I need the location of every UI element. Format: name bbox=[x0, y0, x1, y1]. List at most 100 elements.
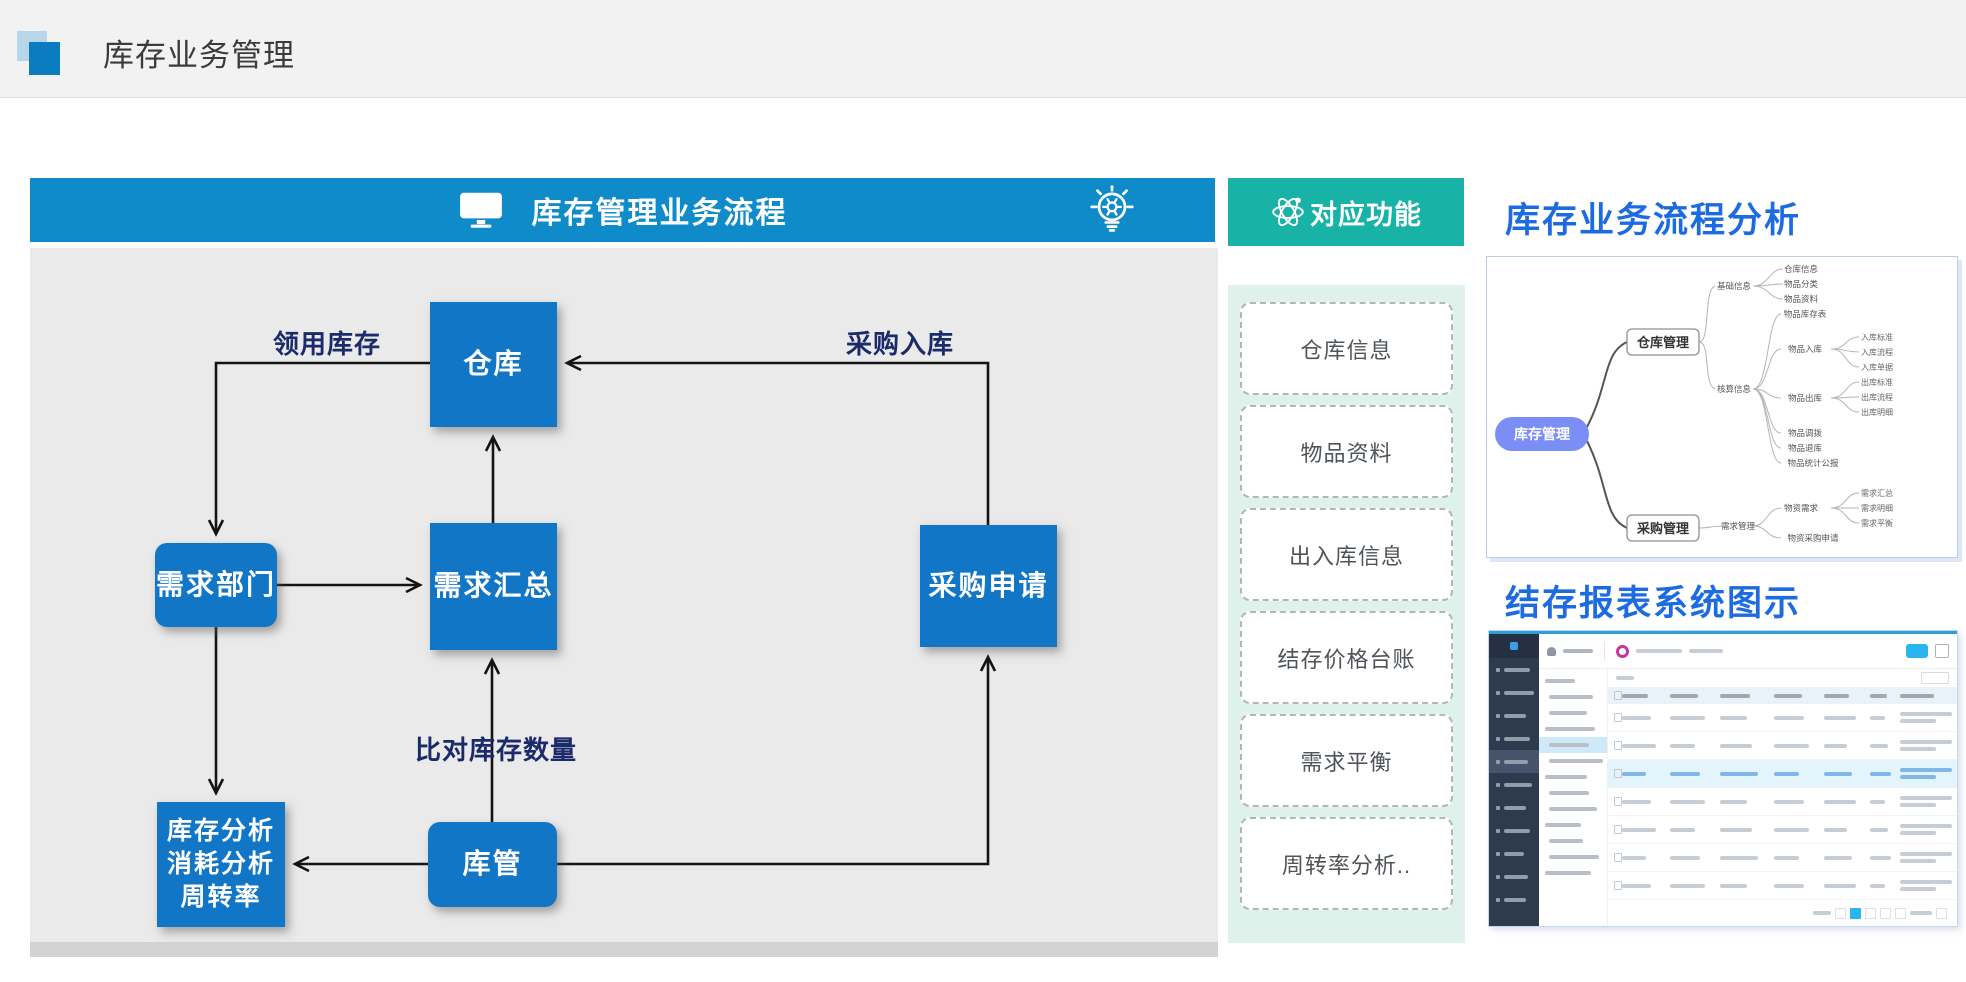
mini-logo-glyph bbox=[1510, 642, 1518, 650]
mini-top-accent bbox=[1489, 631, 1957, 634]
mini-subtitle-bar bbox=[1689, 649, 1723, 653]
mini-table-row bbox=[1608, 704, 1957, 732]
functions-panel: 仓库信息 物品资料 出入库信息 结存价格台账 需求平衡 周转率分析.. bbox=[1228, 285, 1465, 943]
logo-square-dark bbox=[29, 42, 60, 75]
mini-table-header bbox=[1608, 687, 1957, 704]
mini-tree-item bbox=[1539, 737, 1607, 753]
edge-label-compare: 比对库存数量 bbox=[414, 735, 577, 765]
mindmap-leaf-label: 物资采购申请 bbox=[1787, 533, 1839, 543]
mini-sidebar-item bbox=[1489, 888, 1539, 911]
mini-tree-panel bbox=[1539, 669, 1608, 926]
mindmap-branch-node bbox=[1626, 328, 1700, 356]
mindmap-leaf-label: 入库流程 bbox=[1861, 347, 1893, 357]
function-item: 仓库信息 bbox=[1240, 302, 1453, 395]
mini-table-row bbox=[1608, 872, 1957, 900]
function-item: 物品资料 bbox=[1240, 405, 1453, 498]
mindmap-leaf-label: 出库标准 bbox=[1861, 377, 1893, 387]
flow-connectors bbox=[207, 354, 997, 873]
mindmap-leaf-label: 入库单据 bbox=[1861, 362, 1893, 372]
mini-tree-item bbox=[1539, 833, 1607, 849]
mini-sidebar-item bbox=[1489, 865, 1539, 888]
mini-tree-item bbox=[1539, 785, 1607, 801]
mindmap-leaf-label: 物品统计公报 bbox=[1787, 458, 1839, 468]
banner-title: 库存管理业务流程 bbox=[531, 197, 788, 230]
mindmap-branch2-label: 采购管理 bbox=[1636, 521, 1689, 536]
mini-table-row bbox=[1608, 816, 1957, 844]
analysis-section-title: 库存业务流程分析 bbox=[1505, 201, 1802, 240]
page-header: 库存业务管理 bbox=[0, 0, 1966, 98]
function-item: 结存价格台账 bbox=[1240, 611, 1453, 704]
mini-tree-item bbox=[1539, 705, 1607, 721]
mini-tree-item bbox=[1539, 689, 1607, 705]
mini-main-area bbox=[1539, 634, 1957, 926]
mini-sidebar-item bbox=[1489, 773, 1539, 796]
mini-title-bar bbox=[1636, 649, 1682, 653]
mini-sidebar-item bbox=[1489, 727, 1539, 750]
mindmap: 库存管理 仓库管理 采购管理 基础信息 核算信息 需求管理 仓库信息 物品分类 … bbox=[1495, 264, 1893, 543]
mini-tree-item bbox=[1539, 801, 1607, 817]
edge-label-purchase-in: 采购入库 bbox=[845, 329, 954, 359]
mindmap-leaf-label: 物品资料 bbox=[1784, 294, 1819, 304]
edge-label-requisition: 领用库存 bbox=[272, 329, 381, 359]
mindmap-group-label: 需求管理 bbox=[1721, 521, 1756, 531]
mindmap-leaf-label: 需求汇总 bbox=[1861, 488, 1893, 498]
mini-pagination bbox=[1608, 900, 1957, 926]
node-warehouse: 仓库 bbox=[430, 302, 557, 427]
mini-sidebar-item bbox=[1489, 819, 1539, 842]
mini-sidebar-item bbox=[1489, 658, 1539, 681]
mindmap-leaf-label: 物品入库 bbox=[1788, 344, 1823, 354]
mini-table-row bbox=[1608, 732, 1957, 760]
mini-tree-item bbox=[1539, 865, 1607, 881]
node-keeper: 库管 bbox=[428, 822, 557, 907]
mini-sidebar-item bbox=[1489, 842, 1539, 865]
mindmap-leaf-label: 物品库存表 bbox=[1784, 309, 1827, 319]
mini-count-bar bbox=[1616, 676, 1634, 680]
mindmap-group-label: 核算信息 bbox=[1717, 384, 1752, 394]
function-item: 出入库信息 bbox=[1240, 508, 1453, 601]
mini-brand-logo bbox=[1616, 644, 1629, 658]
mindmap-leaf-label: 入库标准 bbox=[1861, 332, 1893, 342]
mini-table-area bbox=[1608, 669, 1957, 926]
mindmap-card: 库存管理 仓库管理 采购管理 基础信息 核算信息 需求管理 仓库信息 物品分类 … bbox=[1486, 256, 1958, 558]
node-analysis: 库存分析 消耗分析 周转率 bbox=[157, 802, 285, 927]
function-item: 需求平衡 bbox=[1240, 714, 1453, 807]
mindmap-leaf-label: 仓库信息 bbox=[1784, 264, 1819, 274]
mini-tree-item bbox=[1539, 849, 1607, 865]
report-section-title: 结存报表系统图示 bbox=[1505, 584, 1802, 623]
node-demand-dept: 需求部门 bbox=[155, 543, 277, 627]
mindmap-leaf-label: 物品调拨 bbox=[1788, 428, 1823, 438]
mini-sidebar-item bbox=[1489, 704, 1539, 727]
mini-table-row bbox=[1608, 788, 1957, 816]
mindmap-leaf-label: 需求明细 bbox=[1861, 503, 1893, 513]
flowchart-panel: 仓库 需求部门 需求汇总 采购申请 库存分析 消耗分析 周转率 库管 领用库存 … bbox=[30, 248, 1218, 942]
page-title: 库存业务管理 bbox=[103, 38, 295, 73]
atom-icon bbox=[1272, 197, 1304, 227]
mini-toolbar bbox=[1539, 634, 1957, 669]
mindmap-leaf-label: 物资需求 bbox=[1784, 503, 1819, 513]
functions-header: 对应功能 bbox=[1228, 178, 1464, 246]
mindmap-leaf-label: 物品退库 bbox=[1788, 443, 1823, 453]
mini-table-row bbox=[1608, 760, 1957, 788]
mindmap-leaf-label: 物品出库 bbox=[1788, 393, 1823, 403]
mindmap-leaf-label: 需求平衡 bbox=[1861, 518, 1893, 528]
mini-dark-sidebar bbox=[1489, 634, 1539, 926]
mini-breadcrumb-bar bbox=[1563, 649, 1593, 653]
mini-tree-item bbox=[1539, 753, 1607, 769]
mini-tree-item bbox=[1539, 817, 1607, 833]
node-purchase-request: 采购申请 bbox=[920, 525, 1057, 647]
mini-user-icon bbox=[1547, 646, 1556, 656]
mindmap-branch1-label: 仓库管理 bbox=[1636, 335, 1689, 350]
lightbulb-icon bbox=[1090, 185, 1134, 232]
mindmap-leaf-label: 物品分类 bbox=[1784, 279, 1819, 289]
report-system-screenshot bbox=[1488, 630, 1958, 927]
mini-primary-button bbox=[1906, 644, 1928, 658]
mindmap-leaf-label: 出库流程 bbox=[1861, 392, 1893, 402]
mini-tree-item bbox=[1539, 769, 1607, 785]
mindmap-group-label: 基础信息 bbox=[1717, 281, 1752, 291]
mini-divider bbox=[1604, 642, 1605, 660]
mini-table-row bbox=[1608, 844, 1957, 872]
mindmap-root-label: 库存管理 bbox=[1514, 426, 1570, 442]
mini-sidebar-item bbox=[1489, 796, 1539, 819]
monitor-icon bbox=[459, 192, 502, 228]
mini-settings-icon bbox=[1935, 644, 1949, 658]
